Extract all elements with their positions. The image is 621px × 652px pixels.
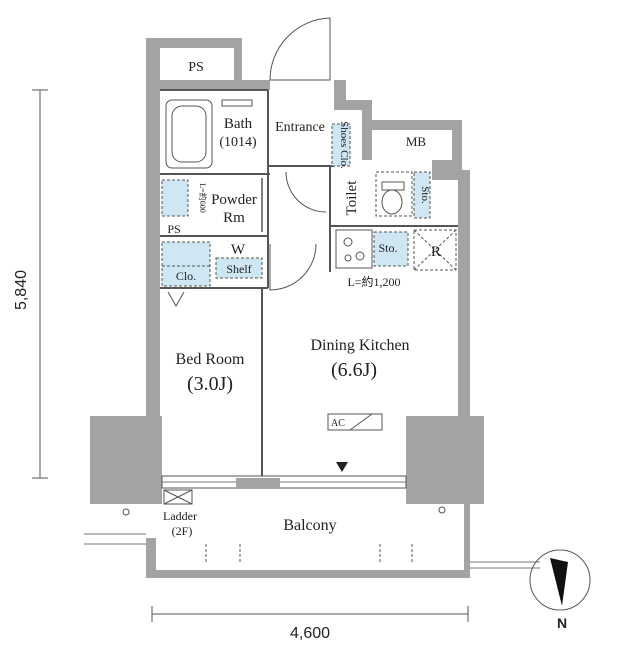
refrigerator-space [413,229,457,271]
width-dimension: 4,600 [151,606,469,642]
entrance-label: Entrance [275,120,325,135]
north-label: N [557,615,567,631]
toilet-storage-label: Sto. [419,186,431,204]
shoes-closet [331,123,351,167]
closet [161,241,211,287]
ladder-floor-label: (2F) [172,524,193,538]
dining-kitchen-size-label: (6.6J) [331,359,377,381]
ps-top-label: PS [188,60,204,75]
toilet-fixture [375,171,413,217]
powder-vanity [161,179,189,217]
shelf [215,257,263,279]
height-dimension-label: 5,840 [13,270,30,310]
bath-size-label: (1014) [219,135,257,150]
mb-label: MB [406,134,427,149]
shoes-closet-label: Shoes Clo. [338,121,350,169]
powder-room-label-2: Rm [223,210,245,226]
closet-label: Clo. [176,269,196,283]
north-compass: N [529,549,591,631]
bedroom-closet-door[interactable] [167,291,185,308]
ac-label: AC [331,418,345,429]
bedroom-size-label: (3.0J) [187,373,233,395]
ladder-label: Ladder [163,509,197,523]
bath-label: Bath [224,116,253,132]
powder-room-label: Powder [211,192,257,208]
toilet-storage [413,171,431,219]
bathtub [165,99,253,169]
kitchen-storage-label: Sto. [378,241,397,255]
height-dimension: 5,840 [13,89,48,479]
entrance-door[interactable] [269,17,331,81]
bedroom-label: Bed Room [176,351,245,368]
balcony-label: Balcony [283,517,336,534]
shelf-label: Shelf [226,262,251,276]
kitchen-storage [373,231,409,267]
powder-counter-label: L=約600 [198,183,208,212]
stove [335,229,373,269]
dining-kitchen-label: Dining Kitchen [310,337,409,354]
dk-door[interactable] [269,243,317,291]
balcony-drains [122,506,446,564]
width-dimension-label: 4,600 [290,625,330,642]
refrigerator-label: R [431,244,441,260]
partitions [160,89,458,476]
ps-small-label: PS [167,222,180,236]
kitchen-counter-label: L=約1,200 [347,274,400,289]
toilet-label: Toilet [344,180,360,216]
toilet-door[interactable] [285,171,327,213]
ac-unit [327,413,383,431]
window-marker [336,462,348,472]
w-label: W [231,242,246,258]
ladder-hatch[interactable] [163,489,193,505]
walls [84,38,540,578]
